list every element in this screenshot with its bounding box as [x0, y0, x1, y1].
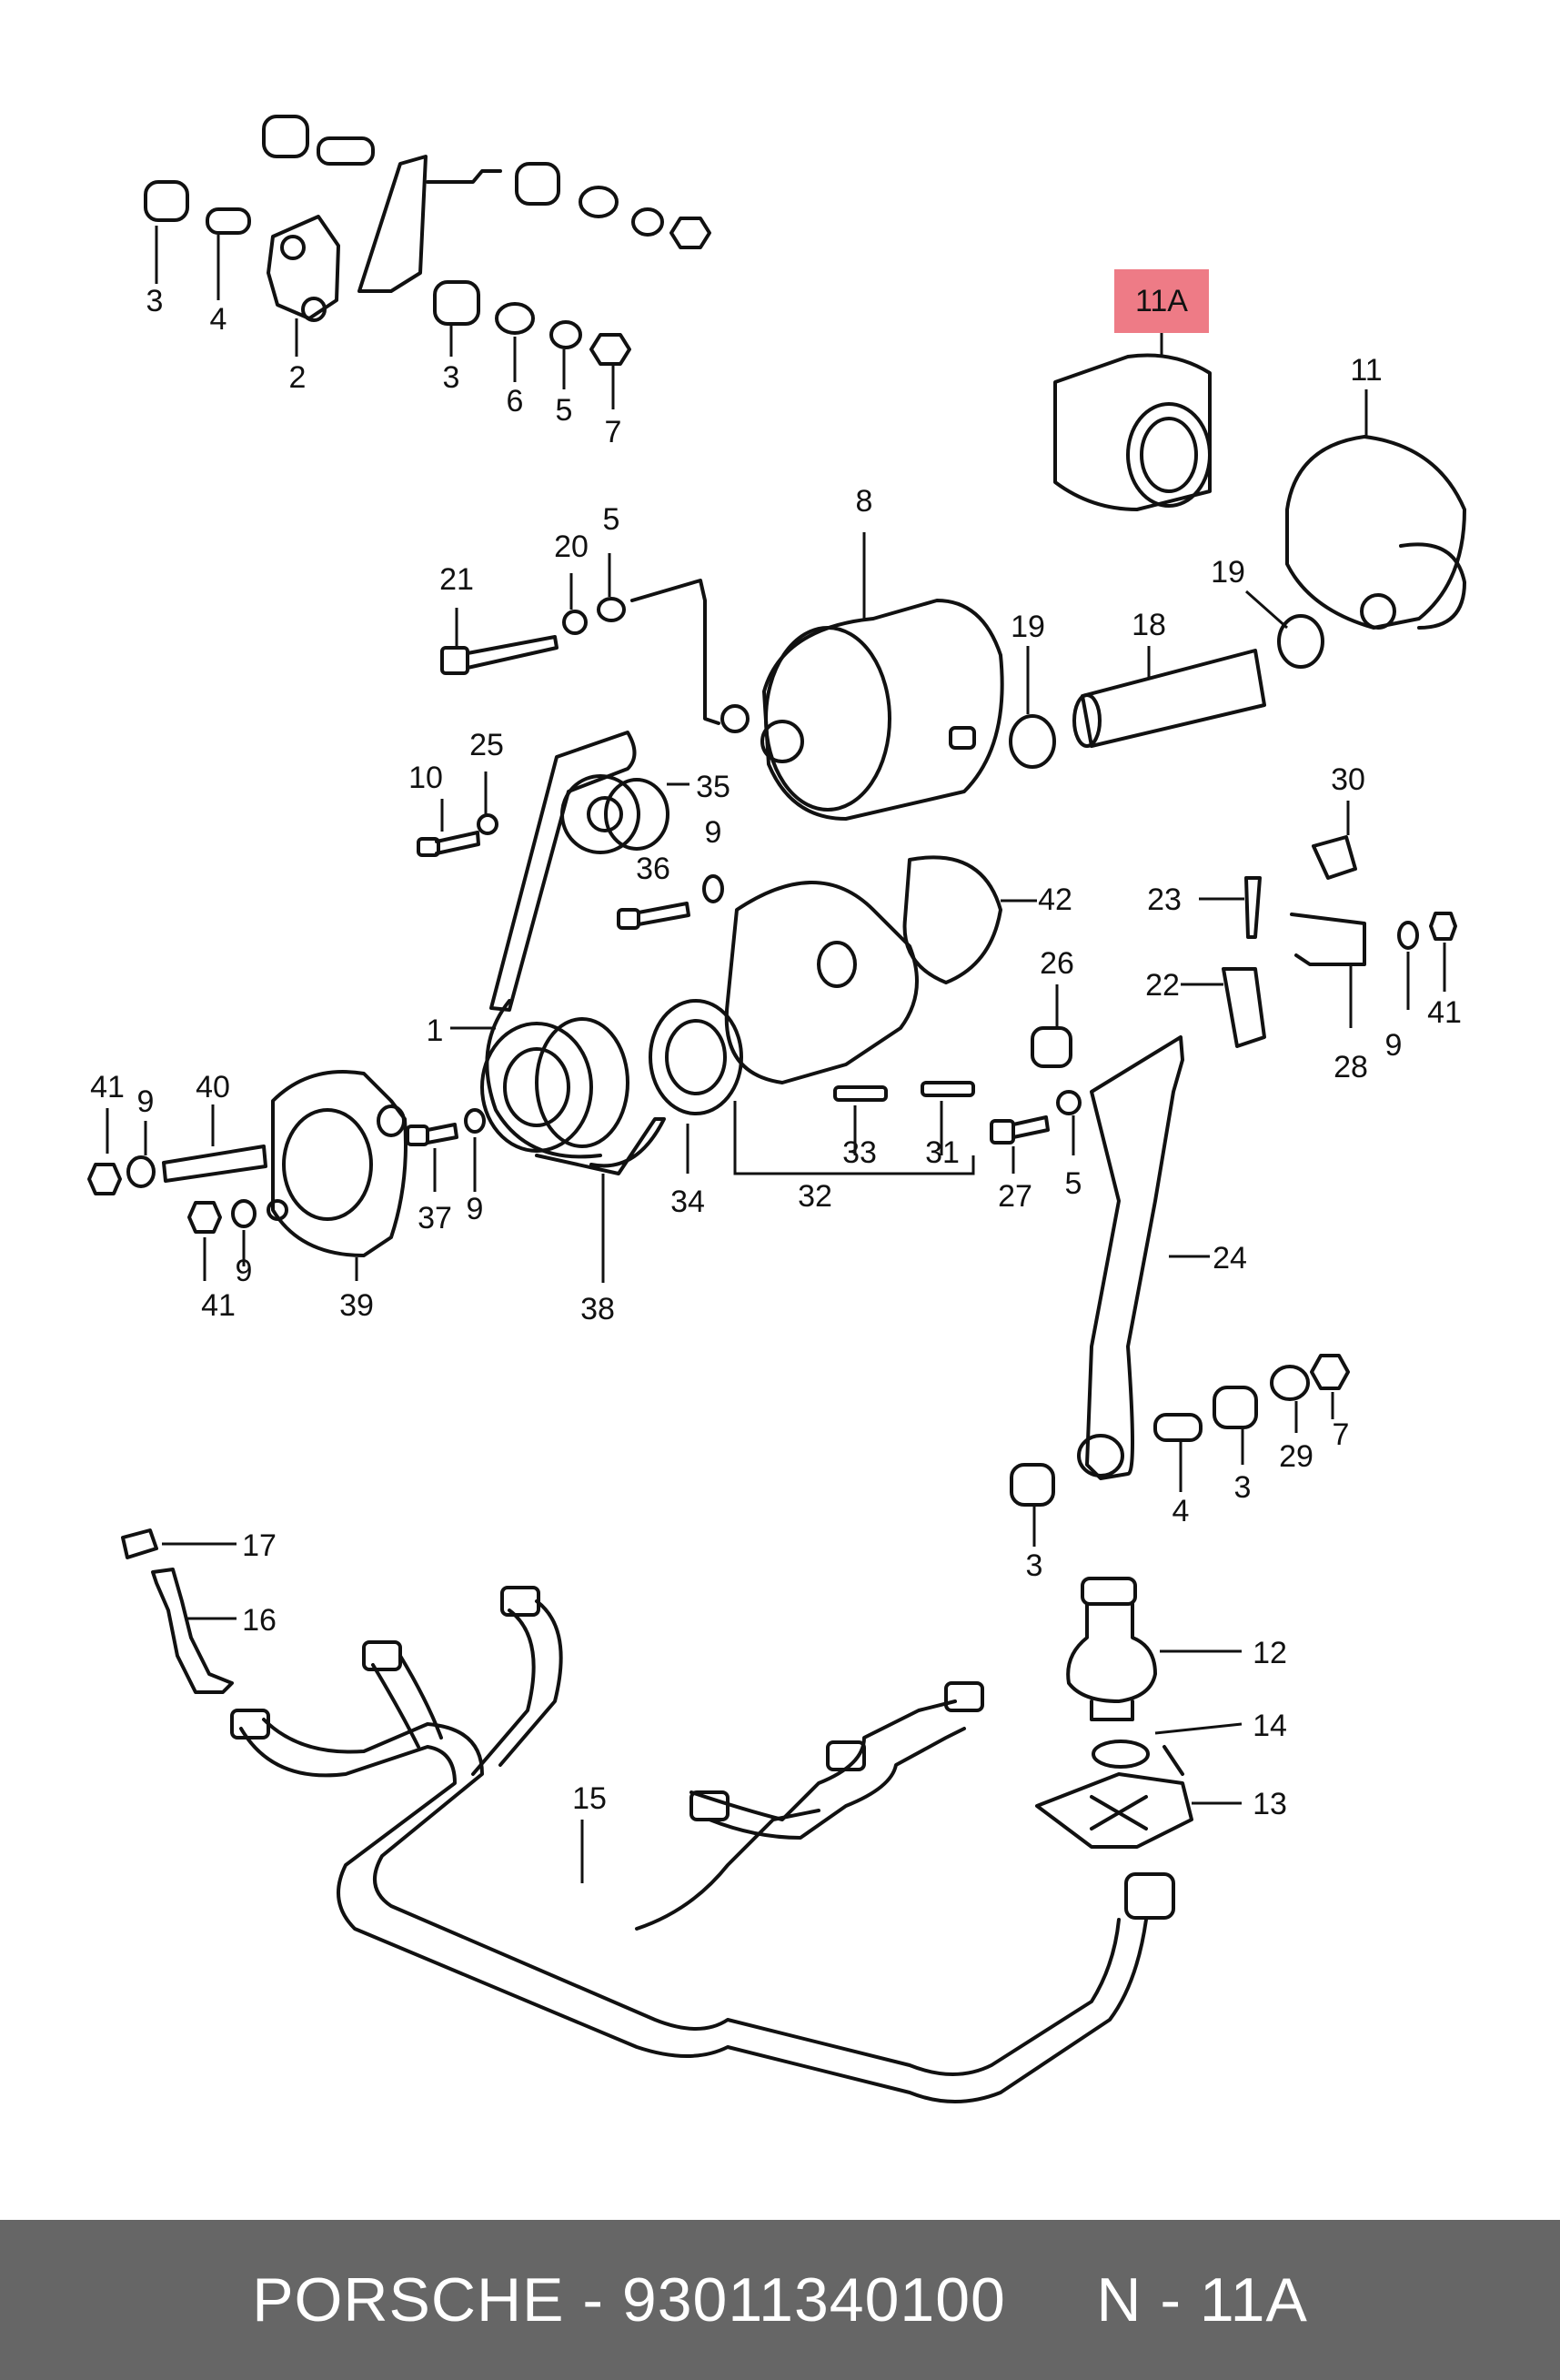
- callout-37: 37: [418, 1201, 452, 1235]
- filter-11a: [1053, 269, 1212, 511]
- callout-20: 20: [554, 529, 589, 564]
- callout-22: 22: [1145, 968, 1180, 1003]
- housing-32-group: [617, 855, 1037, 1175]
- callout-6: 6: [507, 384, 524, 419]
- callout-32: 32: [798, 1179, 832, 1214]
- callout-2: 2: [289, 360, 307, 395]
- callout-23: 23: [1147, 882, 1182, 917]
- callout-15: 15: [572, 1781, 607, 1816]
- callout-18: 18: [1132, 608, 1166, 642]
- callout-12: 12: [1253, 1636, 1287, 1670]
- callout-29: 29: [1279, 1439, 1313, 1474]
- callout-41: 41: [1427, 995, 1462, 1030]
- bracket-28-group: [990, 801, 1457, 1174]
- callout-35: 35: [696, 770, 730, 804]
- callout-13: 13: [1253, 1787, 1287, 1821]
- callout-4: 4: [1173, 1494, 1190, 1528]
- arm-24: [1010, 1035, 1350, 1547]
- bolt-21-group: [440, 553, 720, 725]
- bracket-assembly: [144, 115, 711, 409]
- callout-11A: 11A: [1135, 284, 1188, 318]
- fitting-16-17: [121, 1528, 237, 1694]
- callout-4: 4: [210, 302, 227, 337]
- callout-28: 28: [1334, 1050, 1368, 1084]
- callout-5: 5: [556, 393, 573, 428]
- callout-9: 9: [1385, 1028, 1403, 1063]
- callout-36: 36: [636, 852, 670, 886]
- callout-9: 9: [705, 815, 722, 850]
- hub-39-group: [87, 1070, 605, 1283]
- callout-5: 5: [603, 502, 620, 537]
- callout-14: 14: [1253, 1709, 1287, 1743]
- callout-16: 16: [242, 1603, 277, 1638]
- callout-31: 31: [925, 1135, 960, 1170]
- callout-41: 41: [90, 1070, 125, 1104]
- timing-belt-assembly: [417, 731, 689, 1175]
- callout-21: 21: [439, 562, 474, 597]
- part-number-caption: PORSCHE - 93011340100 N - 11A: [252, 2265, 1308, 2335]
- callout-24: 24: [1213, 1241, 1247, 1276]
- air-housing-11: [1285, 389, 1466, 630]
- exploded-parts-diagram: 3 4 2 3 6 5 7 11A 11 8 21 20 5 19 19 18 …: [87, 115, 1466, 2103]
- callout-5: 5: [1065, 1166, 1082, 1201]
- callout-19: 19: [1211, 555, 1245, 590]
- callout-38: 38: [580, 1292, 615, 1326]
- footer-bar: PORSCHE - 93011340100 N - 11A: [0, 2220, 1560, 2380]
- callout-11: 11: [1350, 353, 1382, 388]
- callout-34: 34: [670, 1185, 705, 1219]
- callout-9: 9: [467, 1192, 484, 1226]
- callout-39: 39: [339, 1288, 374, 1323]
- callout-33: 33: [842, 1135, 877, 1170]
- callout-7: 7: [605, 415, 622, 449]
- hose-18-19: [1009, 590, 1324, 769]
- callout-25: 25: [469, 728, 504, 762]
- callout-17: 17: [242, 1528, 277, 1563]
- callout-3: 3: [146, 284, 164, 318]
- callout-30: 30: [1331, 762, 1365, 797]
- callout-8: 8: [856, 484, 873, 519]
- callout-10: 10: [408, 761, 443, 795]
- callout-labels: 3 4 2 3 6 5 7 11A 11 8 21 20 5 19 19 18 …: [90, 284, 1462, 1821]
- callout-1: 1: [427, 1014, 444, 1048]
- callout-3: 3: [1026, 1548, 1043, 1583]
- callout-3: 3: [1234, 1470, 1252, 1505]
- alternator-8: [720, 532, 1004, 821]
- callout-9: 9: [137, 1084, 155, 1119]
- callout-26: 26: [1040, 946, 1074, 981]
- callout-9: 9: [236, 1254, 253, 1288]
- callout-7: 7: [1333, 1417, 1350, 1452]
- valve-12-group: [1035, 1577, 1243, 1849]
- callout-27: 27: [998, 1179, 1032, 1214]
- callout-19: 19: [1011, 610, 1045, 644]
- pipe-assembly-15: [230, 1586, 1175, 2103]
- callout-40: 40: [196, 1070, 230, 1104]
- highlight-11a: [1114, 269, 1209, 333]
- callout-41: 41: [201, 1288, 236, 1323]
- callout-3: 3: [443, 360, 460, 395]
- callout-42: 42: [1038, 882, 1072, 917]
